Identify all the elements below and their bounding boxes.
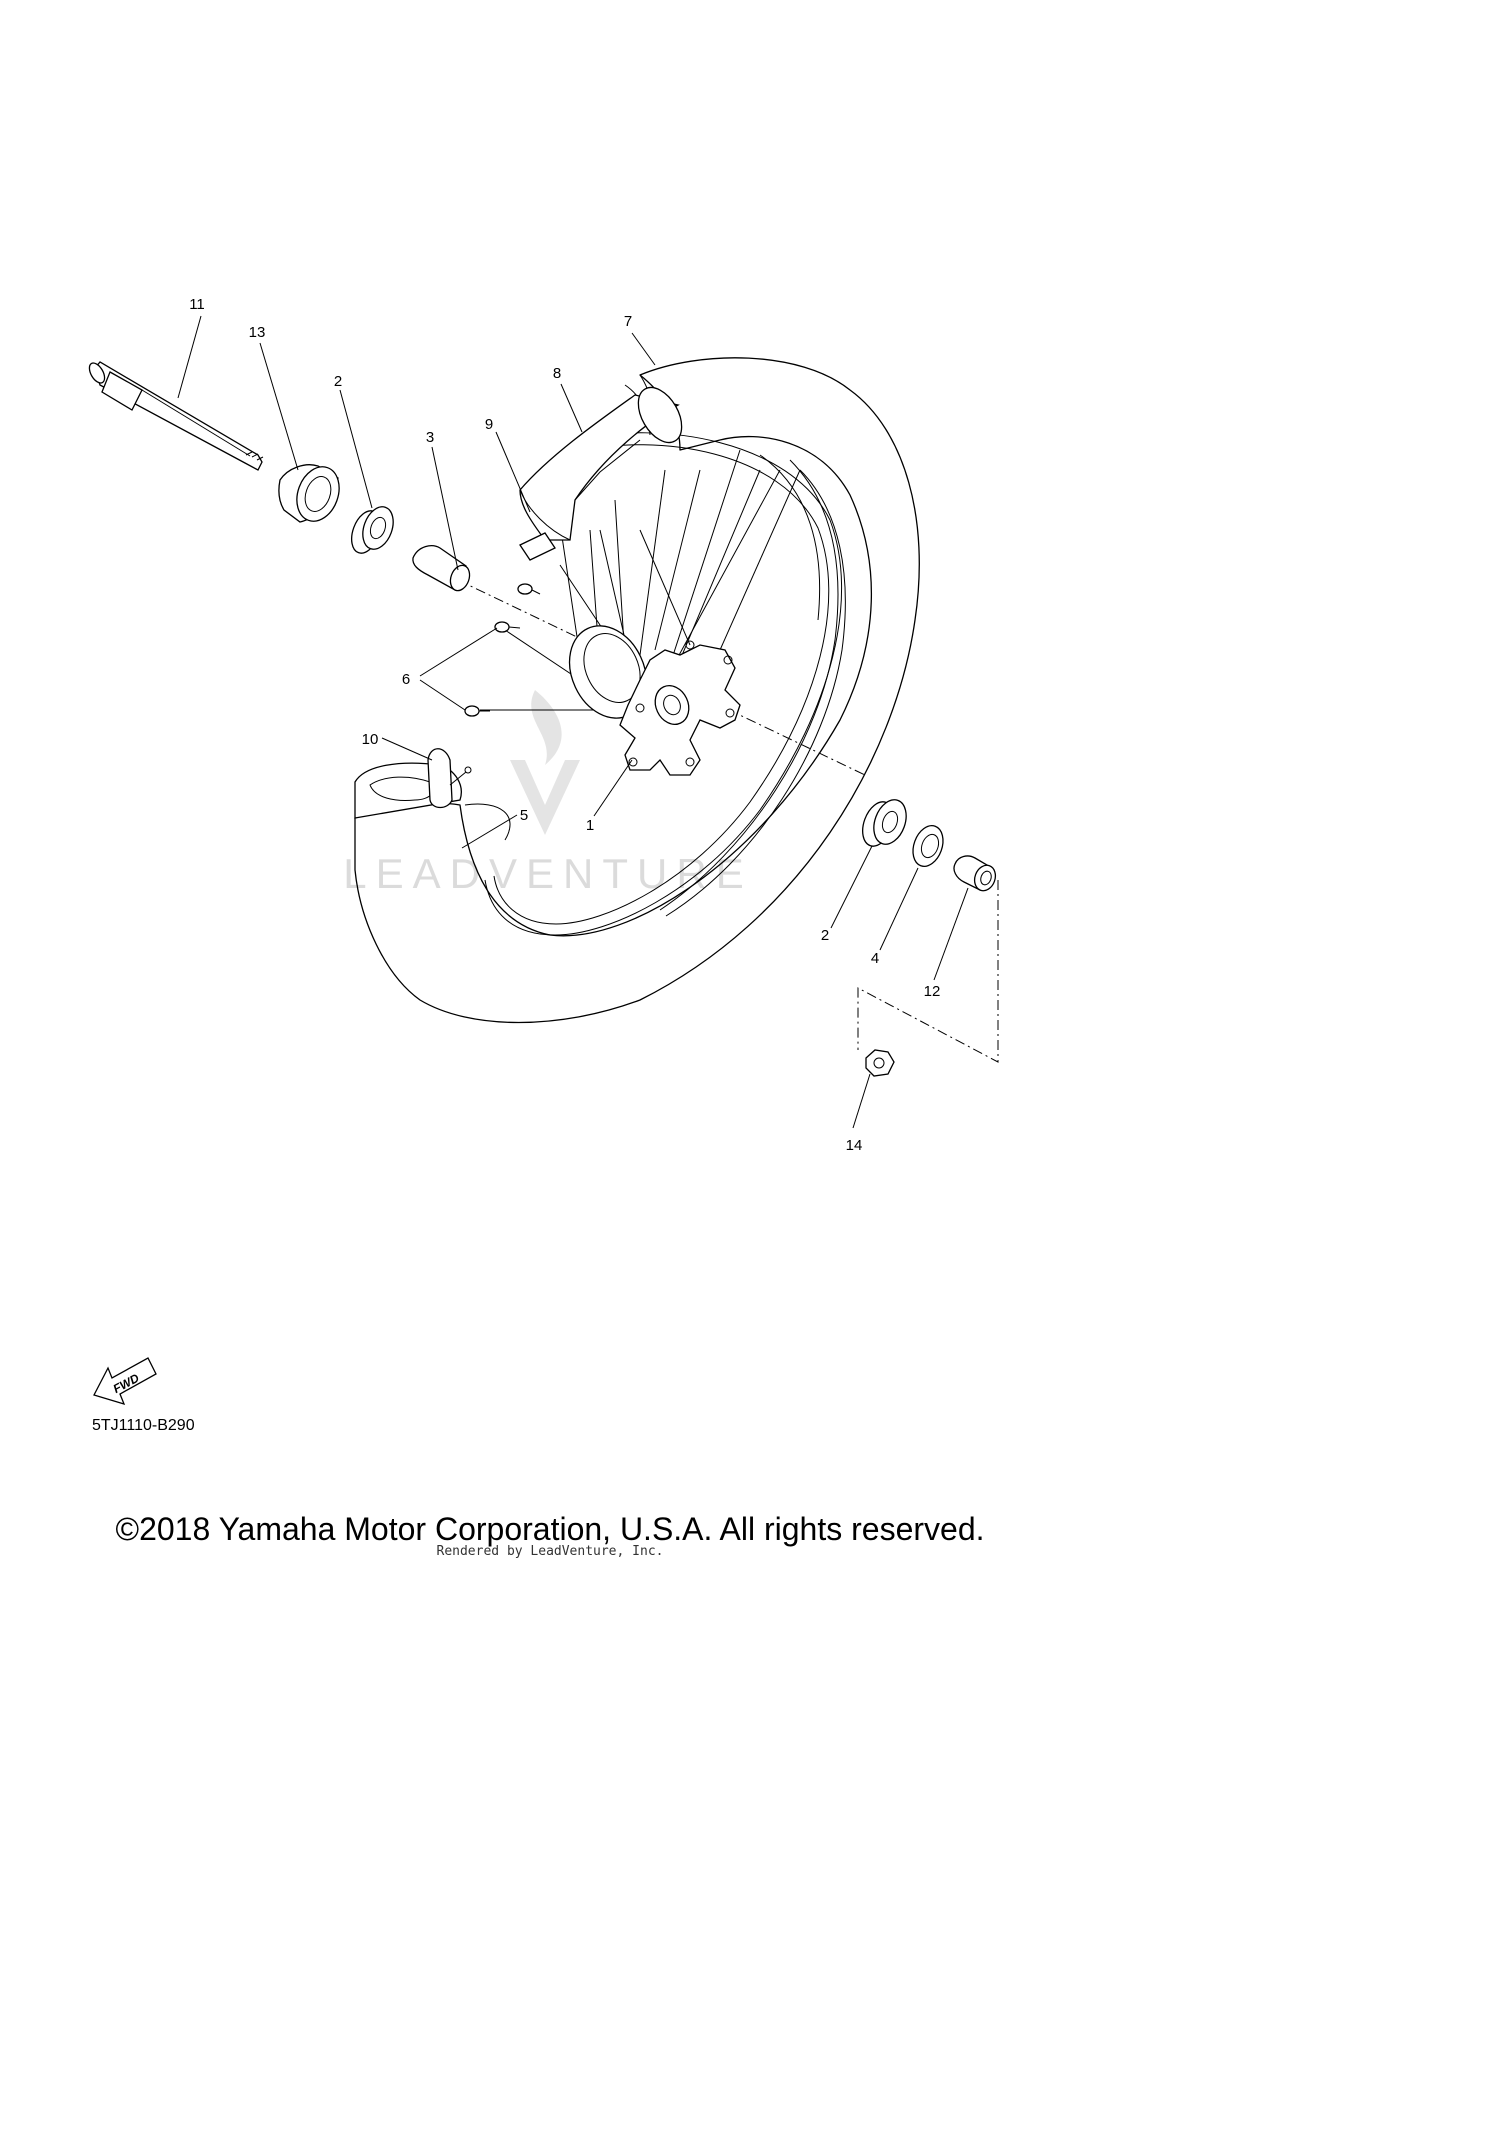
part-label: 1 — [586, 817, 594, 834]
nipples — [464, 583, 541, 717]
part-label: 7 — [624, 313, 632, 330]
rim — [484, 432, 846, 936]
part-labels: 1 2 3 4 5 6 7 8 9 10 11 12 13 14 2 — [189, 296, 940, 1154]
watermark-text: LEADVENTURE — [343, 850, 752, 897]
part-label: 2 — [334, 373, 342, 390]
part-label: 3 — [426, 429, 434, 446]
hub — [568, 625, 741, 776]
front-wheel-exploded-diagram: LEADVENTURE — [88, 296, 999, 1406]
valve — [519, 532, 556, 561]
bearing-right — [862, 799, 907, 847]
nut — [865, 1049, 895, 1077]
rendered-by-credit: Rendered by LeadVenture, Inc. — [436, 1544, 664, 1559]
axle — [88, 361, 264, 471]
collar — [278, 464, 340, 523]
diagram-code: 5TJ1110-B290 — [92, 1417, 195, 1434]
part-label: 8 — [553, 365, 561, 382]
rim-lock — [427, 748, 472, 809]
part-label: 13 — [249, 324, 266, 341]
part-label: 6 — [402, 671, 410, 688]
part-label: 11 — [189, 296, 205, 313]
spacer — [412, 545, 471, 592]
leader-lines — [177, 315, 969, 1129]
assembly-bracket — [857, 880, 999, 1063]
rim-band — [519, 386, 683, 541]
bearing-left — [351, 506, 394, 554]
part-label: 10 — [362, 731, 379, 748]
oil-seal — [912, 825, 944, 867]
copyright-notice: ©2018 Yamaha Motor Corporation, U.S.A. A… — [115, 1511, 985, 1547]
part-label: 14 — [846, 1137, 863, 1154]
part-label: 4 — [871, 950, 879, 967]
collar-right — [953, 855, 997, 892]
fwd-arrow-icon: FWD — [93, 1357, 157, 1406]
part-label: 9 — [485, 416, 493, 433]
part-label: 2 — [821, 927, 829, 944]
part-label: 12 — [924, 983, 941, 1000]
part-label: 5 — [520, 807, 528, 824]
